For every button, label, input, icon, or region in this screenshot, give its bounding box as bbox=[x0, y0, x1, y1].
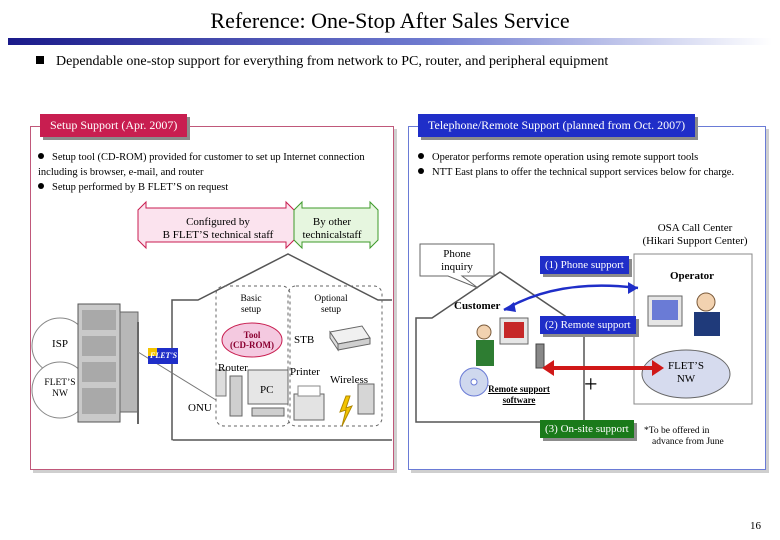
wireless-label: Wireless bbox=[330, 374, 369, 386]
tool-cdrom-oval bbox=[221, 322, 283, 358]
printer-label: Printer bbox=[290, 366, 320, 378]
phone-device-icon bbox=[535, 343, 545, 369]
title-rule bbox=[8, 38, 772, 45]
dot-bullet-icon bbox=[38, 153, 44, 159]
dot-bullet-icon bbox=[418, 168, 424, 174]
flets-nw-label: FLET’S NW bbox=[44, 378, 76, 399]
operator-label: Operator bbox=[670, 270, 714, 282]
optional-setup-region bbox=[287, 285, 383, 427]
onu-label: ONU bbox=[188, 402, 212, 414]
page-number: 16 bbox=[750, 520, 761, 532]
dot-bullet-icon bbox=[418, 153, 424, 159]
square-bullet-icon bbox=[36, 56, 44, 64]
phone-inquiry-label: Phone inquiry bbox=[441, 248, 473, 273]
left-bullet-1: Setup tool (CD-ROM) provided for custome… bbox=[38, 152, 365, 178]
flets-nw-right-label: FLET’S NW bbox=[667, 360, 705, 385]
router-device-icon bbox=[229, 375, 243, 417]
printer-icon bbox=[293, 385, 325, 421]
customer-figure-icon bbox=[476, 317, 529, 366]
basic-setup-label: Basic setup bbox=[240, 294, 262, 315]
configured-by-label: Configured by B FLET’S technical staff bbox=[162, 216, 274, 241]
operator-figure-icon bbox=[647, 292, 720, 336]
setup-diagram bbox=[31, 200, 392, 466]
headline-text: Dependable one-stop support for everythi… bbox=[56, 54, 609, 69]
remote-support-tag: Telephone/Remote Support (planned from O… bbox=[418, 114, 696, 137]
pc-icon bbox=[247, 369, 289, 417]
onsite-support-tag: (3) On-site support bbox=[540, 420, 634, 438]
phone-inquiry-bubble bbox=[419, 243, 495, 289]
dot-bullet-icon bbox=[38, 183, 44, 189]
remote-support-option-tag: (2) Remote support bbox=[540, 316, 636, 334]
by-other-arrow bbox=[293, 200, 379, 250]
page-title: Reference: One-Stop After Sales Service bbox=[210, 8, 570, 33]
osa-call-center-label: OSA Call Center (Hikari Support Center) bbox=[642, 222, 748, 247]
right-bullet-2: NTT East plans to offer the technical su… bbox=[418, 165, 753, 180]
onu-device-icon bbox=[215, 369, 227, 397]
onsite-note: *To be offered in advance from June bbox=[644, 426, 724, 447]
flets-logo bbox=[148, 348, 178, 364]
left-bullet-2: Setup performed by B FLET’S on request bbox=[38, 180, 383, 195]
right-bullet-1: Operator performs remote operation using… bbox=[418, 150, 758, 165]
basic-setup-region bbox=[215, 285, 291, 427]
router-label: Router bbox=[218, 362, 248, 374]
setup-support-tag: Setup Support (Apr. 2007) bbox=[40, 114, 188, 137]
plus-sign: + bbox=[584, 372, 598, 398]
flets-logo-text: FLET'S bbox=[150, 351, 178, 360]
phone-support-tag: (1) Phone support bbox=[540, 256, 629, 274]
optional-setup-label: Optional setup bbox=[314, 294, 348, 315]
remote-software-label: Remote support software bbox=[488, 384, 550, 405]
stb-device-icon bbox=[329, 325, 371, 352]
by-other-label: By other technicalstaff bbox=[302, 216, 362, 241]
phone-link-arrow bbox=[503, 284, 639, 312]
stb-label: STB bbox=[294, 334, 315, 346]
isp-label: ISP bbox=[52, 338, 68, 350]
server-rack-icon bbox=[77, 303, 139, 423]
flets-nw-bubble bbox=[641, 349, 731, 399]
tool-cdrom-label: Tool (CD-ROM) bbox=[230, 330, 274, 350]
wireless-icon bbox=[339, 383, 375, 427]
pc-label: PC bbox=[260, 384, 274, 396]
headline-bullet: Dependable one-stop support for everythi… bbox=[36, 54, 608, 70]
home-house-outline bbox=[171, 253, 392, 441]
customer-label: Customer bbox=[454, 300, 501, 312]
